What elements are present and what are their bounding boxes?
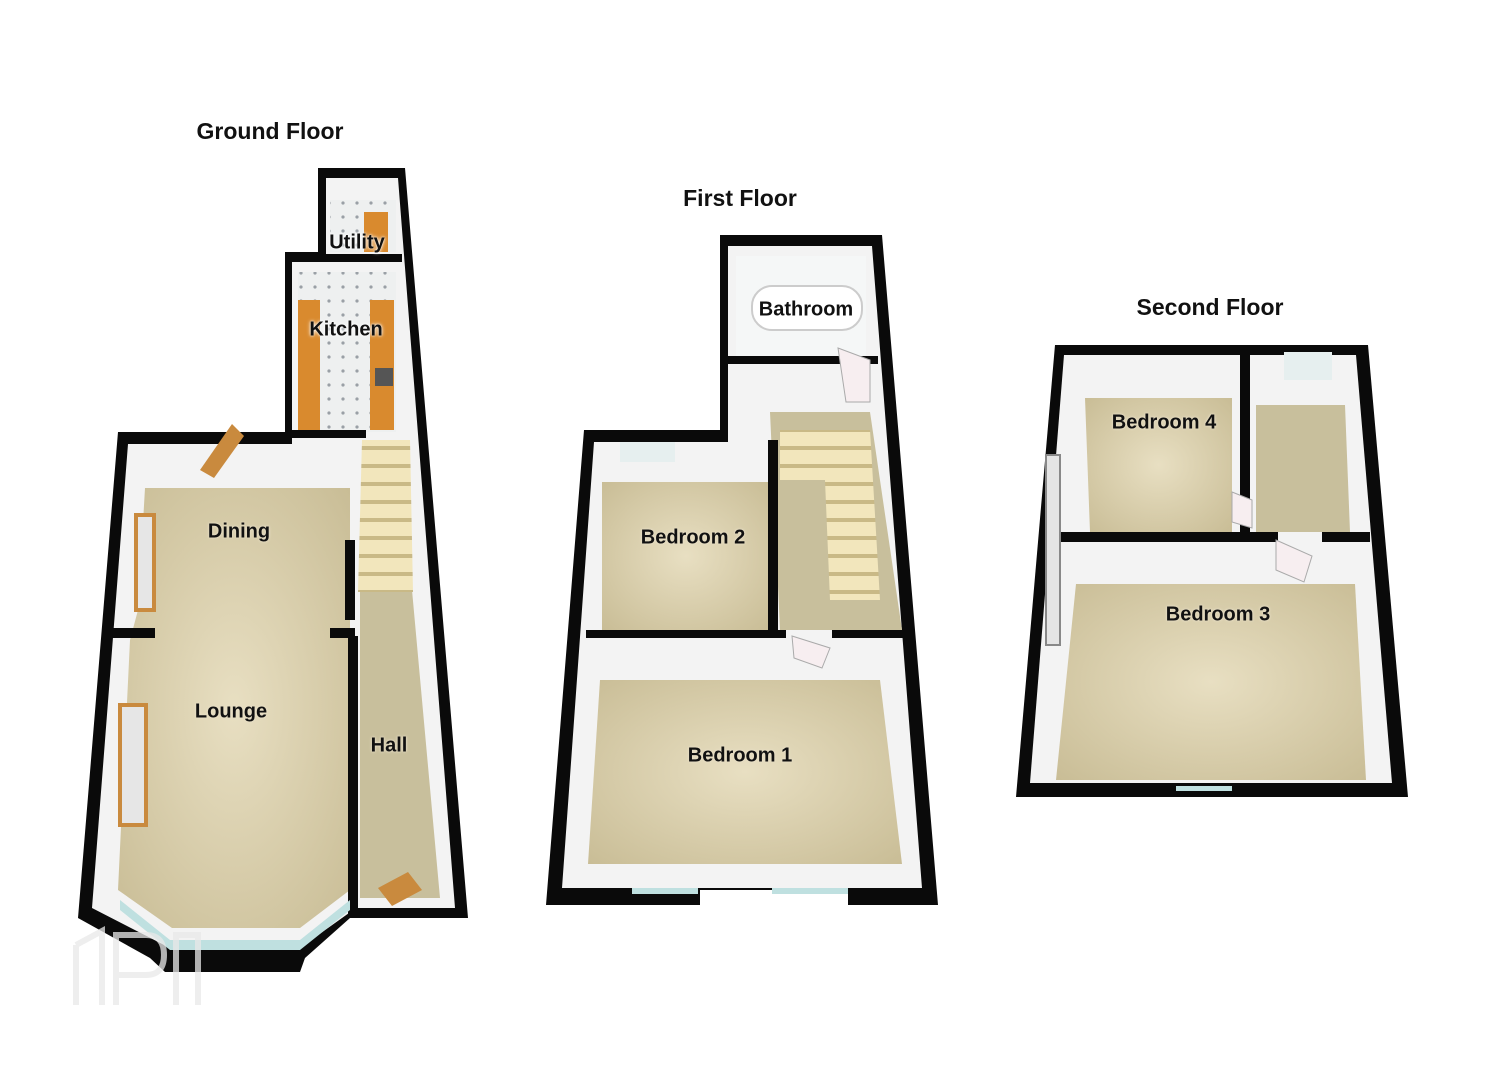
ground-floor-plan	[78, 168, 468, 972]
lounge-fireplace	[118, 703, 148, 827]
bedroom3-door-icon	[1275, 539, 1313, 583]
second-floor-plan	[1016, 345, 1408, 797]
back-door-icon	[200, 424, 244, 478]
bedroom1-floor	[588, 680, 902, 864]
bedroom2-floor	[602, 482, 770, 630]
first-stairs	[780, 430, 880, 600]
hall-floor	[360, 590, 440, 898]
hob-icon	[375, 368, 393, 386]
room-label-lounge: Lounge	[194, 700, 268, 723]
room-label-hall: Hall	[370, 734, 408, 757]
lounge-bay-window	[120, 900, 350, 950]
front-door-icon	[378, 872, 422, 906]
room-label-kitchen: Kitchen	[309, 318, 383, 341]
first-floor-plan	[546, 235, 938, 905]
bath-icon	[751, 285, 863, 331]
second-landing-floor	[1256, 405, 1350, 532]
bedroom-wardrobe	[1045, 454, 1061, 646]
kitchen-worktop-left	[298, 300, 320, 430]
bedroom4-floor	[1085, 398, 1232, 532]
room-label-bedroom-3: Bedroom 3	[1165, 603, 1271, 626]
first-floor-title: First Floor	[683, 185, 797, 211]
bathroom-door-icon	[837, 347, 871, 403]
room-label-bathroom: Bathroom	[758, 298, 854, 321]
bedroom1-door-icon	[791, 635, 831, 669]
first-front-window-1	[632, 888, 698, 894]
second-rear-window	[1176, 786, 1232, 791]
room-label-dining: Dining	[207, 520, 271, 543]
dining-fireplace	[134, 513, 156, 612]
lounge-dining-floor	[118, 488, 350, 928]
bedroom2-window	[620, 442, 675, 462]
room-label-bedroom-4: Bedroom 4	[1111, 411, 1217, 434]
bedroom4-door-icon	[1231, 491, 1253, 529]
first-front-window-2	[772, 888, 848, 894]
room-label-utility: Utility	[329, 231, 385, 254]
bedroom3-floor	[1056, 584, 1366, 780]
ground-stairs	[358, 440, 413, 592]
property-logo-watermark-icon	[73, 925, 201, 1005]
second-landing-window	[1284, 352, 1332, 380]
lounge-hall-wall	[348, 636, 358, 916]
room-label-bedroom-1: Bedroom 1	[687, 744, 793, 767]
ground-divider-wall	[110, 628, 155, 638]
kitchen-worktop-right	[370, 300, 394, 430]
second-floor-title: Second Floor	[1136, 294, 1284, 320]
room-label-bedroom-2: Bedroom 2	[640, 526, 746, 549]
ground-floor-title: Ground Floor	[196, 118, 344, 144]
